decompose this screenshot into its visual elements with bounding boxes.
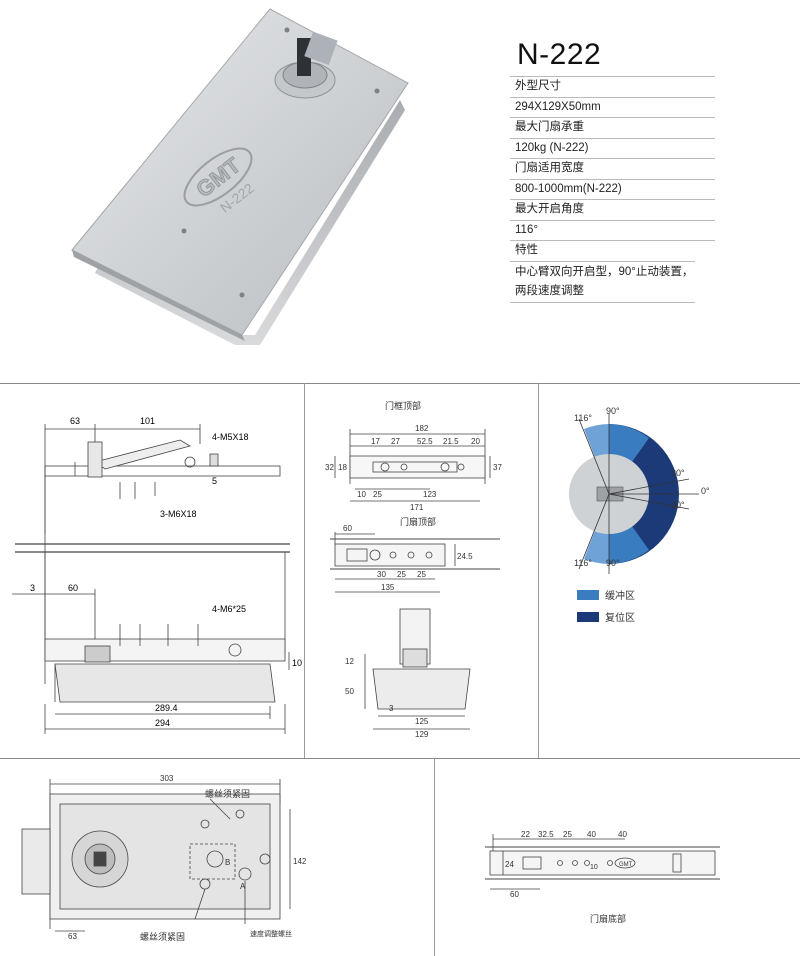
dim-label: 24.5 xyxy=(457,552,473,561)
dim-label: 37 xyxy=(493,463,502,472)
dim-label: 142 xyxy=(293,857,307,866)
dim-label: 22 xyxy=(521,830,530,839)
dim-label: 4-M5X18 xyxy=(212,432,249,442)
angle-label: 20° xyxy=(671,500,685,510)
dim-label: 289.4 xyxy=(155,703,178,713)
door-bottom-caption: 门扇底部 xyxy=(590,913,626,924)
angle-label: 20° xyxy=(671,468,685,478)
dim-label: 32.5 xyxy=(538,830,554,839)
angle-label: 116° xyxy=(574,558,592,568)
dim-label: 24 xyxy=(505,860,514,869)
dim-label: 10 xyxy=(590,864,598,871)
section-divider xyxy=(304,383,305,758)
dim-label: 25 xyxy=(417,570,426,579)
spec-label: 特性 xyxy=(510,240,715,261)
dim-label: B xyxy=(225,858,230,867)
section-divider xyxy=(538,383,539,758)
dim-label: 12 xyxy=(345,657,354,666)
dim-label: 63 xyxy=(70,416,80,426)
dim-label: 125 xyxy=(415,717,429,726)
dim-label: 52.5 xyxy=(417,437,433,446)
dim-label: 17 xyxy=(371,437,380,446)
spec-value: 116° xyxy=(510,219,715,241)
dim-label: 101 xyxy=(140,416,155,426)
dim-label: 18 xyxy=(338,463,347,472)
section-divider xyxy=(0,383,800,384)
angle-label: 0° xyxy=(701,486,710,496)
legend-item: 复位区 xyxy=(577,609,635,624)
dim-label: 3 xyxy=(389,704,394,713)
dim-label: 40 xyxy=(587,830,596,839)
dim-label: 27 xyxy=(391,437,400,446)
legend-label: 复位区 xyxy=(605,613,635,624)
bottom-plan-drawing: 303 142 63 B A 螺丝须紧固 螺丝须紧固 速度调整螺丝 xyxy=(21,774,307,942)
dim-label: 10 xyxy=(292,658,302,668)
legend-item: 缓冲区 xyxy=(577,587,635,602)
dim-label: 60 xyxy=(68,583,78,593)
angle-label: 90° xyxy=(606,406,620,416)
angle-label: 90° xyxy=(606,558,620,568)
note-label: 螺丝须紧固 xyxy=(205,788,250,799)
section-divider xyxy=(434,758,435,956)
dim-label: 25 xyxy=(563,830,572,839)
spec-table: 外型尺寸 294X129X50mm 最大门扇承重 120kg (N-222) 门… xyxy=(510,76,715,303)
dim-label: 60 xyxy=(510,890,519,899)
spec-value: 120kg (N-222) xyxy=(510,137,715,159)
spec-value: 294X129X50mm xyxy=(510,96,715,118)
dim-label: 20 xyxy=(471,437,480,446)
dim-label: 32 xyxy=(325,463,334,472)
spec-label: 门扇适用宽度 xyxy=(510,158,715,179)
spec-value: 中心臂双向开启型，90°止动装置，两段速度调整 xyxy=(510,260,695,303)
product-photo: GMT N-222 xyxy=(71,8,409,345)
side-elevation-drawing: 63 101 4-M5X18 5 3-M6X18 3 60 4-M6*25 10… xyxy=(12,416,302,734)
frame-top-caption: 门框顶部 xyxy=(385,400,421,411)
dim-label: 303 xyxy=(160,774,174,783)
note-label: 速度调整螺丝 xyxy=(250,929,292,938)
dim-label: 171 xyxy=(410,503,424,512)
frame-top-drawing: 门框顶部 182 17 2 xyxy=(325,400,502,739)
model-title: N-222 xyxy=(517,38,602,71)
legend-swatch-reset xyxy=(577,611,599,622)
spec-label: 外型尺寸 xyxy=(510,76,715,97)
logo-text: GMT xyxy=(619,862,633,868)
spec-value: 800-1000mm(N-222) xyxy=(510,178,715,200)
dim-label: 123 xyxy=(423,490,437,499)
dim-label: 3 xyxy=(30,583,35,593)
door-bottom-drawing: 22 32.5 25 40 40 24 10 60 GMT 门扇底部 xyxy=(485,830,720,924)
dim-label: 60 xyxy=(343,524,352,533)
spec-label: 最大门扇承重 xyxy=(510,117,715,138)
dim-label: 25 xyxy=(373,490,382,499)
note-label: 螺丝须紧固 xyxy=(140,931,185,942)
legend-label: 缓冲区 xyxy=(605,591,635,602)
dim-label: 10 xyxy=(357,490,366,499)
dim-label: 21.5 xyxy=(443,437,459,446)
dim-label: 63 xyxy=(68,932,77,941)
section-divider xyxy=(0,758,800,759)
dim-label: 5 xyxy=(212,476,217,486)
dim-label: A xyxy=(240,882,246,891)
door-top-caption: 门扇顶部 xyxy=(400,516,436,527)
dim-label: 50 xyxy=(345,687,354,696)
dim-label: 294 xyxy=(155,718,170,728)
dim-label: 129 xyxy=(415,730,429,739)
dim-label: 25 xyxy=(397,570,406,579)
dim-label: 135 xyxy=(381,583,395,592)
angle-label: 116° xyxy=(574,413,592,423)
spec-label: 最大开启角度 xyxy=(510,199,715,220)
legend-swatch-buffer xyxy=(577,589,599,600)
dim-label: 30 xyxy=(377,570,386,579)
dim-label: 182 xyxy=(415,424,429,433)
dim-label: 4-M6*25 xyxy=(212,604,246,614)
legend: 缓冲区 复位区 xyxy=(577,587,635,624)
dim-label: 3-M6X18 xyxy=(160,509,197,519)
dim-label: 40 xyxy=(618,830,627,839)
opening-angle-diagram: 116° 90° 20° 0° 20° 116° 90° xyxy=(569,406,710,574)
